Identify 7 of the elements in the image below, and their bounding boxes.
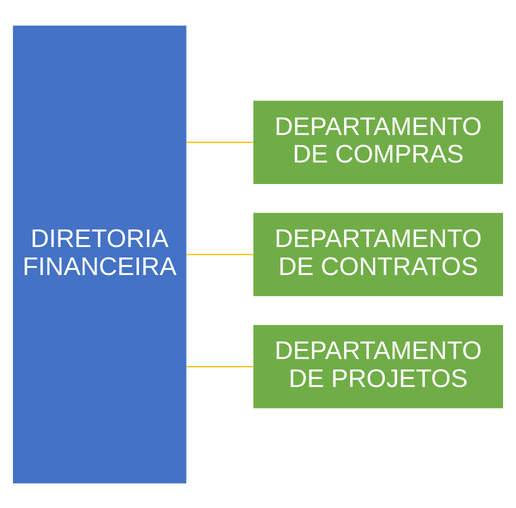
connector [186, 141, 254, 142]
node-box: DIRETORIA FINANCEIRA [12, 25, 186, 483]
connector [186, 253, 254, 255]
node-box: DEPARTAMENTO DE PROJETOS [253, 324, 504, 408]
node-box: DEPARTAMENTO DE COMPRAS [253, 100, 504, 184]
node-box: DEPARTAMENTO DE CONTRATOS [253, 212, 504, 296]
connector [186, 366, 254, 367]
